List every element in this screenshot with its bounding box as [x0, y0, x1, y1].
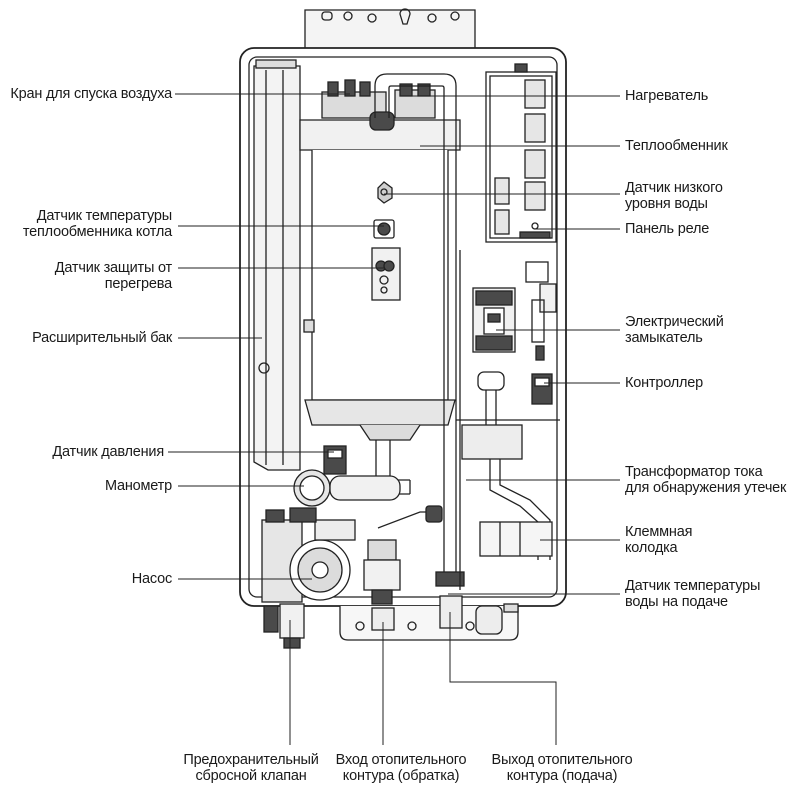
- leader-supply-outlet: [449, 612, 557, 745]
- label-contactor: Электрический замыкатель: [625, 314, 724, 346]
- label-safety-valve: Предохранительный сбросной клапан: [183, 752, 319, 784]
- label-supply-temp-sensor: Датчик температуры воды на подаче: [625, 578, 761, 610]
- small-devices: [525, 261, 557, 361]
- label-overheat-sensor: Датчик защиты от перегрева: [54, 260, 172, 292]
- label-pressure-sensor: Датчик давления: [52, 444, 164, 460]
- terminal-block-shape: [479, 521, 553, 557]
- label-air-vent: Кран для спуска воздуха: [10, 86, 172, 102]
- bottom-fittings: [371, 571, 519, 635]
- bypass-pipe: [377, 505, 443, 529]
- label-terminal-block: Клеммная колодка: [625, 524, 693, 556]
- pump-shape: [261, 507, 356, 603]
- label-supply-outlet: Выход отопительного контура (подача): [491, 752, 633, 784]
- label-manometer: Манометр: [104, 478, 172, 494]
- mounting-bracket: [304, 8, 476, 50]
- label-heater: Нагреватель: [625, 88, 709, 104]
- pressure-sensor-shape: [323, 445, 347, 475]
- label-low-water-sensor: Датчик низкого уровня воды: [625, 180, 723, 212]
- hx-temp-sensor-shape: [377, 181, 393, 204]
- label-expansion-tank: Расширительный бак: [32, 330, 172, 346]
- overheat-sensor-shape: [371, 219, 401, 301]
- safety-valve-shape: [263, 603, 305, 649]
- label-pump: Насос: [131, 571, 172, 587]
- controller-shape: [531, 373, 553, 405]
- expansion-tank-shape: [253, 59, 301, 471]
- relay-panel-shape: [485, 63, 557, 243]
- label-current-transformer: Трансформатор тока для обнаружения утече…: [625, 464, 787, 496]
- filter-valve-shape: [363, 539, 401, 605]
- manometer-shape: [293, 469, 401, 507]
- supply-pipe: [374, 73, 457, 575]
- label-controller: Контроллер: [625, 375, 704, 391]
- label-hx-temp-sensor: Датчик температуры теплообменника котла: [22, 208, 172, 240]
- current-transformer-shape: [461, 371, 523, 460]
- label-heat-exchanger: Теплообменник: [625, 138, 728, 154]
- heater-fittings: [321, 79, 436, 131]
- label-return-inlet: Вход отопительного контура (обратка): [335, 752, 467, 784]
- label-relay-panel: Панель реле: [625, 221, 710, 237]
- leader-lines: [168, 93, 620, 745]
- contactor-shape: [472, 287, 516, 353]
